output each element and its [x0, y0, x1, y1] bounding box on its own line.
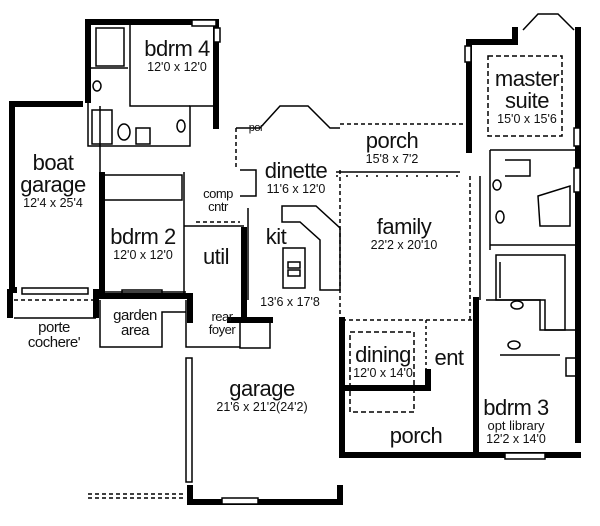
room-porch-front: porch [390, 425, 443, 447]
room-name-line1: boat [32, 150, 74, 175]
room-name-line2: suite [505, 88, 549, 113]
room-name: porch [365, 128, 419, 153]
room-porch-rear: porch 15'8 x 7'2 [366, 130, 419, 166]
room-rear-foyer: rear foyer [208, 309, 236, 337]
room-dims: 22'2 x 20'10 [370, 238, 438, 252]
room-boat-garage: boat garage 12'4 x 25'4 [20, 152, 86, 210]
room-dims: 13'6 x 17'8 [260, 295, 320, 309]
room-name-line1: garden [113, 307, 157, 324]
room-name: por [248, 122, 264, 134]
room-porte-cochere: porte cochere' [27, 319, 81, 351]
room-bdrm4: bdrm 4 12'0 x 12'0 [144, 36, 210, 74]
room-family: family 22'2 x 20'10 [371, 216, 438, 252]
room-comp-cntr: comp cntr [203, 187, 233, 213]
room-master-suite: master suite 15'0 x 15'6 [494, 66, 560, 126]
room-dims: 15'0 x 15'6 [497, 112, 557, 126]
room-name: kit [265, 224, 287, 249]
room-name-line2: cntr [208, 199, 228, 214]
room-dims: 21'6 x 21'2(24'2) [216, 400, 308, 414]
room-dims: 11'6 x 12'0 [266, 182, 326, 196]
room-name-line1: comp [203, 186, 233, 201]
room-dinette: dinette 11'6 x 12'0 [265, 160, 328, 196]
room-name: bdrm 4 [144, 36, 210, 61]
room-kit: kit [266, 226, 287, 248]
room-por: por [248, 122, 264, 134]
room-dining: dining 12'0 x 14'0 [353, 344, 413, 380]
room-garden-area: garden area [113, 308, 157, 338]
room-name: bdrm 3 [483, 395, 549, 420]
room-subtitle: opt library [487, 418, 545, 433]
room-name-line1: rear [211, 309, 233, 324]
room-name-line2: area [120, 322, 150, 339]
room-dims: 12'2 x 14'0 [486, 432, 546, 446]
room-ent: ent [434, 345, 464, 370]
room-garage: garage 21'6 x 21'2(24'2) [216, 378, 307, 414]
room-name-line1: porte [38, 319, 70, 336]
room-dims: 12'0 x 14'0 [353, 366, 413, 380]
room-util: util [202, 244, 230, 269]
room-name: garage [229, 376, 295, 401]
room-bdrm3: bdrm 3 opt library 12'2 x 14'0 [483, 395, 549, 446]
room-name: bdrm 2 [110, 224, 176, 249]
room-name: family [376, 214, 432, 239]
room-dims: 12'0 x 12'0 [147, 60, 207, 74]
room-dims: 12'0 x 12'0 [113, 248, 173, 262]
room-name-line1: master [494, 66, 560, 91]
room-kit-dims: 13'6 x 17'8 [260, 295, 320, 309]
room-name: dinette [264, 158, 328, 183]
room-name: util [202, 244, 230, 269]
room-dims: 12'4 x 25'4 [23, 196, 83, 210]
room-name-line2: garage [20, 172, 86, 197]
room-name: ent [434, 345, 464, 370]
room-name-line2: cochere' [27, 334, 81, 351]
room-name-line2: foyer [208, 322, 236, 337]
room-bdrm2: bdrm 2 12'0 x 12'0 [110, 224, 176, 262]
room-name: dining [355, 342, 411, 367]
room-dims: 15'8 x 7'2 [365, 152, 419, 166]
room-name: porch [389, 423, 443, 448]
